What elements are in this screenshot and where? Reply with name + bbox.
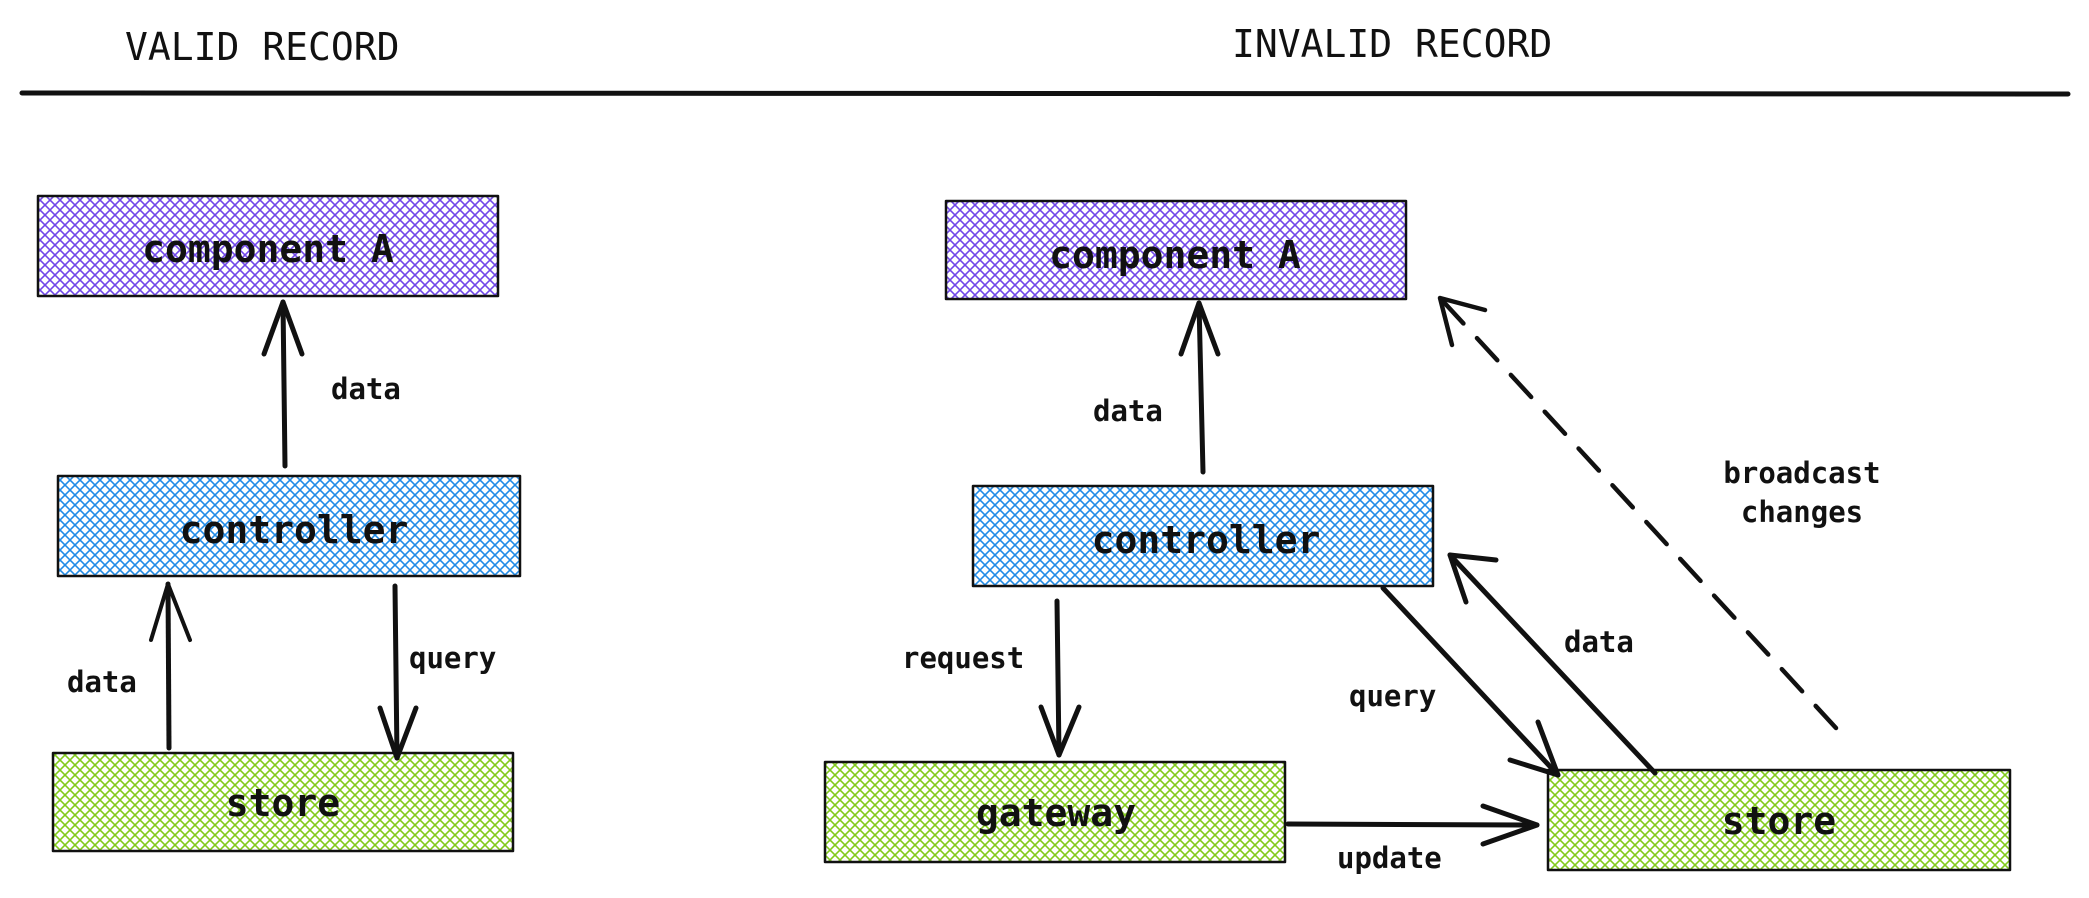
invalid-edge-label-data-top: data	[1093, 394, 1163, 428]
valid-edge-store-to-controller	[149, 581, 192, 751]
invalid-gateway-node: gateway	[823, 760, 1287, 864]
invalid-edge-gateway-to-store	[1285, 803, 1540, 847]
invalid-store-node: store	[1546, 768, 2012, 872]
valid-controller-label: controller	[180, 508, 409, 552]
valid-store-label: store	[226, 781, 340, 825]
valid-edge-label-data-bottom: data	[67, 665, 137, 699]
invalid-edge-store-to-controller	[1447, 552, 1658, 776]
invalid-edge-label-query: query	[1349, 679, 1436, 713]
invalid-controller-label: controller	[1092, 518, 1321, 562]
valid-edge-label-data-top: data	[331, 372, 401, 406]
valid-edge-controller-to-store	[377, 583, 419, 761]
valid-edge-controller-to-component	[261, 299, 305, 469]
invalid-record-heading: INVALID RECORD	[1232, 22, 1552, 66]
valid-controller-node: controller	[56, 474, 522, 578]
invalid-edge-controller-to-store	[1380, 585, 1561, 778]
valid-record-heading: VALID RECORD	[125, 25, 400, 69]
invalid-edge-label-broadcast: broadcast	[1723, 456, 1880, 490]
valid-store-node: store	[51, 751, 515, 853]
invalid-edge-controller-to-component	[1178, 300, 1221, 475]
invalid-edge-controller-to-gateway	[1038, 598, 1082, 758]
invalid-gateway-label: gateway	[976, 791, 1136, 835]
invalid-edge-store-to-component-dashed	[1437, 295, 1839, 731]
invalid-edge-label-update: update	[1337, 841, 1442, 875]
valid-edge-label-query: query	[409, 641, 496, 675]
invalid-component-node: component A	[944, 199, 1408, 301]
invalid-edge-label-request: request	[902, 641, 1024, 675]
heading-divider	[19, 90, 2071, 97]
valid-component-label: component A	[142, 227, 394, 271]
invalid-component-label: component A	[1049, 233, 1301, 277]
invalid-edge-label-data-right: data	[1564, 625, 1634, 659]
invalid-store-label: store	[1722, 799, 1836, 843]
invalid-controller-node: controller	[971, 484, 1435, 588]
valid-component-node: component A	[36, 194, 500, 298]
invalid-edge-label-changes: changes	[1741, 495, 1863, 529]
